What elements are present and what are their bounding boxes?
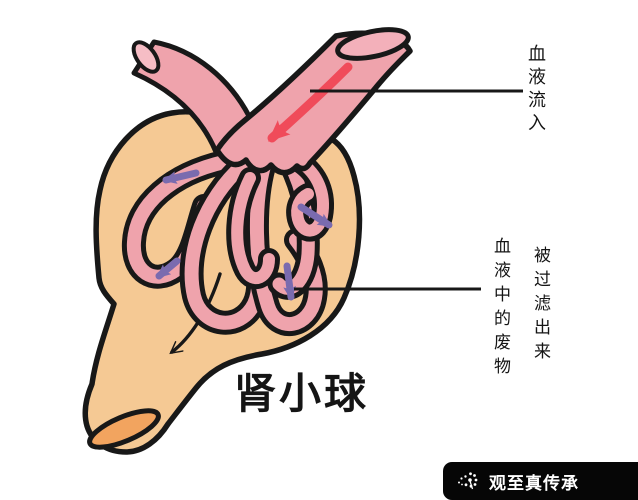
efferent-arteriole-lumen bbox=[131, 40, 161, 74]
label-filtered-out: 被过滤出来 bbox=[531, 246, 550, 366]
afferent-arteriole-opening bbox=[335, 27, 411, 61]
watermark-text: 观至真传承 bbox=[489, 473, 579, 493]
watermark-bar: 观至真传承 bbox=[443, 462, 638, 500]
diagram-title: 肾小球 bbox=[234, 372, 370, 418]
label-waste-in-blood: 血液中的废物 bbox=[491, 237, 510, 381]
blood-inflow-arrow bbox=[267, 62, 353, 143]
capillary-tuft bbox=[121, 150, 334, 336]
tubule-mouth-opening bbox=[87, 408, 161, 450]
filtration-arrows bbox=[155, 169, 333, 301]
dandelion-icon bbox=[458, 472, 478, 490]
label-blood-in: 血液流入 bbox=[526, 44, 546, 136]
